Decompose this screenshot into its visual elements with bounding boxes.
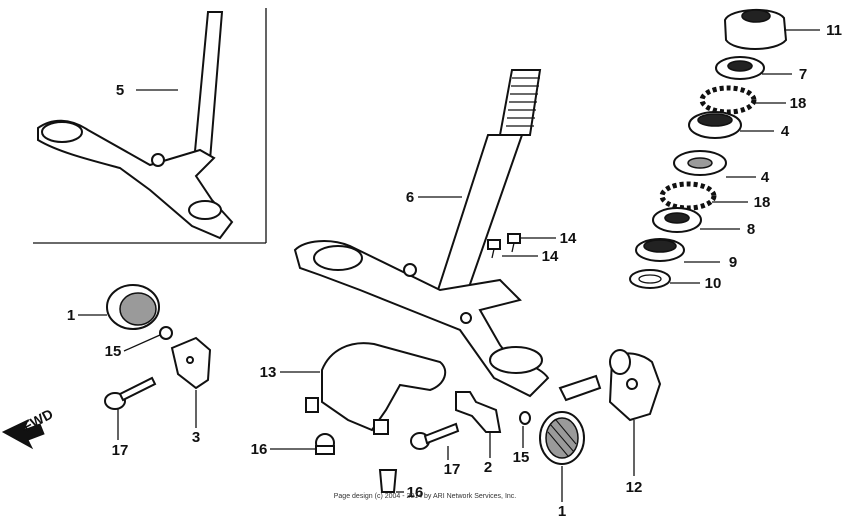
bolt-14-lower-drawing [487, 239, 501, 259]
callout-4-upper: 4 [781, 123, 790, 140]
callout-5: 5 [116, 82, 124, 99]
washer-15-lower-drawing [519, 411, 531, 425]
steel-balls-18-upper-drawing [699, 85, 757, 115]
callout-16-upper: 16 [251, 441, 268, 458]
callout-9: 9 [729, 254, 737, 271]
callout-12: 12 [626, 479, 643, 496]
callout-7: 7 [799, 66, 807, 83]
copyright-notice: Page design (c) 2004 - 2014 by ARI Netwo… [334, 493, 517, 500]
bolt-17-lower-drawing [410, 422, 460, 450]
callout-18-lower: 18 [754, 194, 771, 211]
bracket-2-drawing [455, 391, 502, 433]
callout-4-lower: 4 [761, 169, 770, 186]
steering-stem-drawing [293, 69, 550, 398]
callout-8: 8 [747, 221, 755, 238]
steering-stem-assembly-drawing [37, 11, 234, 240]
cap-1-left-drawing [106, 284, 160, 330]
forward-arrow: FWD [1, 406, 56, 450]
callout-17-left: 17 [112, 442, 129, 459]
callout-13: 13 [260, 364, 277, 381]
callout-14-lower: 14 [542, 248, 559, 265]
bracket-3-drawing [170, 336, 212, 390]
screw-16-upper-drawing [315, 433, 335, 455]
washer-15-left-drawing [159, 326, 173, 340]
callout-15-left: 15 [105, 343, 122, 360]
callout-14-upper: 14 [560, 230, 577, 247]
callout-11: 11 [826, 22, 842, 39]
callout-17-lower: 17 [444, 461, 461, 478]
callout-3: 3 [192, 429, 200, 446]
steel-balls-18-lower-drawing [659, 181, 717, 211]
callout-18-upper: 18 [790, 95, 807, 112]
leader-lines [78, 29, 820, 502]
callout-1-lower: 1 [558, 503, 566, 520]
inset-frame [33, 8, 267, 244]
callout-10: 10 [705, 275, 722, 292]
callout-15-lower: 15 [513, 449, 530, 466]
callout-6: 6 [406, 189, 414, 206]
stem-nut-11-drawing [723, 8, 788, 50]
callout-labels: 5 6 14 14 11 7 18 4 4 18 8 9 10 1 15 3 1… [67, 22, 842, 520]
screw-16-lower-drawing [378, 469, 398, 493]
race-4-lower-drawing [673, 150, 727, 176]
bolt-17-left-drawing [104, 376, 157, 410]
callout-1-left: 1 [67, 307, 75, 324]
race-8-drawing [652, 207, 702, 233]
race-7-drawing [715, 56, 765, 80]
bracket-13-drawing [305, 342, 447, 435]
callout-2: 2 [484, 459, 492, 476]
cap-1-lower-drawing [539, 411, 585, 465]
callout-16-lower: 16 [407, 484, 424, 501]
race-4-upper-drawing [688, 111, 742, 139]
forward-arrow-icon [1, 418, 45, 450]
washer-10-drawing [629, 269, 671, 289]
bolt-14-upper-drawing [507, 233, 521, 253]
dust-seal-9-drawing [635, 238, 685, 262]
ignition-switch-12-drawing [558, 349, 662, 422]
